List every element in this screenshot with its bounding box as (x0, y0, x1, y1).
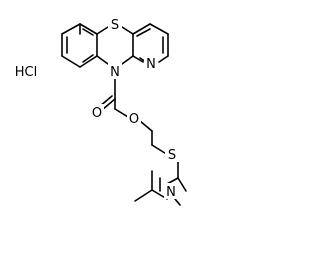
side-chain (98, 74, 187, 192)
ring-sulfur-label: S (111, 18, 119, 33)
carbonyl-oxygen-label: O (92, 106, 102, 121)
atom-labels: S N N O O S N HCl (15, 16, 179, 200)
pyridine-nitrogen-label: N (146, 57, 156, 72)
salt-label: HCl (15, 65, 37, 80)
benzene-ring (61, 23, 98, 68)
ester-oxygen-label: O (129, 112, 139, 127)
amine-nitrogen-label: N (166, 185, 176, 200)
ring-nitrogen-label: N (110, 65, 120, 80)
pyridine-ring (132, 23, 169, 63)
thioether-sulfur-label: S (168, 148, 176, 163)
central-ring (96, 26, 134, 65)
structure-diagram: S N N O O S N HCl (15, 16, 187, 206)
